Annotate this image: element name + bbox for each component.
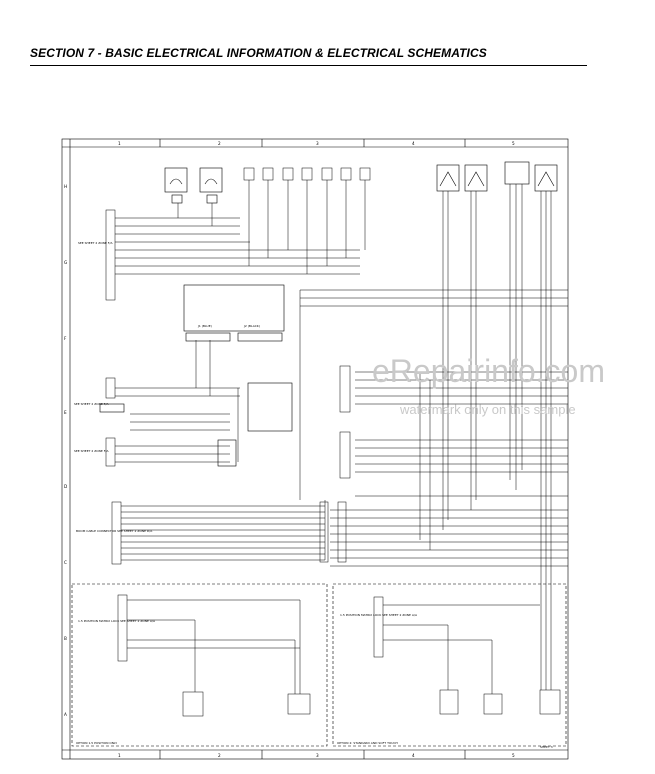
- col-label-2: 2: [218, 141, 221, 146]
- controller-block: [183, 284, 285, 342]
- col-label-5b: 5: [512, 753, 515, 758]
- col-label-4: 4: [412, 141, 415, 146]
- option-boxes: [71, 583, 567, 747]
- row-label-b: B: [64, 636, 67, 641]
- center-connectors: [319, 365, 351, 563]
- mid-module: [99, 382, 293, 467]
- col-label-3b: 3: [316, 753, 319, 758]
- top-sensors: [164, 167, 223, 204]
- column-labels: 1 2 3 4 5 1 2 3 4 5: [118, 141, 515, 758]
- row-label-g: G: [64, 260, 67, 265]
- row-label-d: D: [64, 484, 67, 489]
- row-labels: H G F E D C B A: [64, 184, 67, 717]
- col-label-1b: 1: [118, 753, 121, 758]
- header-rule: [30, 65, 587, 66]
- right-sensors: [436, 161, 558, 192]
- row-label-c: C: [64, 560, 67, 565]
- row-label-e: E: [64, 410, 67, 415]
- vertical-wires: [177, 180, 552, 690]
- watermark-note: watermark only on this sample: [399, 402, 576, 417]
- sheet-ref-top: SEE SHEET 2 ZONE F/A: [78, 241, 113, 245]
- sheet-ref-mid: SEE SHEET 2 ZONE F/A: [74, 402, 109, 406]
- option-left-caption: OPTION 1.5 POSITION ONLY: [76, 741, 117, 745]
- col-label-1: 1: [118, 141, 121, 146]
- option-right-caption: OPTION 2: STANDARD AND SOFT TOUCH: [337, 741, 398, 745]
- col-label-3: 3: [316, 141, 319, 146]
- watermark-site: eRepairinfo.com: [372, 353, 605, 389]
- drawing-frame: [61, 138, 569, 760]
- row-label-a: A: [64, 712, 67, 717]
- sheet-references: SEE SHEET 2 ZONE F/A SEE SHEET 2 ZONE F/…: [74, 241, 553, 749]
- row-label-h: H: [64, 184, 67, 189]
- wire-bundles: [115, 217, 568, 567]
- option-components: [127, 596, 561, 717]
- option-right-label: 1.5 POSITION MATRIX LOCK SEE SHEET 2 ZON…: [340, 613, 418, 617]
- sheet-ref-lower: SEE SHEET 2 ZONE F/A: [74, 449, 109, 453]
- j1-label: J1 (BLUE): [197, 324, 212, 328]
- col-label-2b: 2: [218, 753, 221, 758]
- top-connectors: [243, 167, 371, 181]
- col-label-5: 5: [512, 141, 515, 146]
- left-connector-strip: [105, 209, 128, 662]
- col-label-4b: 4: [412, 753, 415, 758]
- boom-cable-label: BOOM CABLE CONNECTOR SEE SHEET 2 ZONE D/…: [76, 529, 153, 533]
- j2-label: J2 (BLACK): [243, 324, 260, 328]
- row-label-f: F: [64, 336, 67, 341]
- section-title: SECTION 7 - BASIC ELECTRICAL INFORMATION…: [30, 46, 487, 60]
- sheet-number: SHEET 3: [540, 745, 553, 749]
- option-left-label: 1.5 POSITION MATRIX LOCK SEE SHEET 2 ZON…: [78, 619, 156, 623]
